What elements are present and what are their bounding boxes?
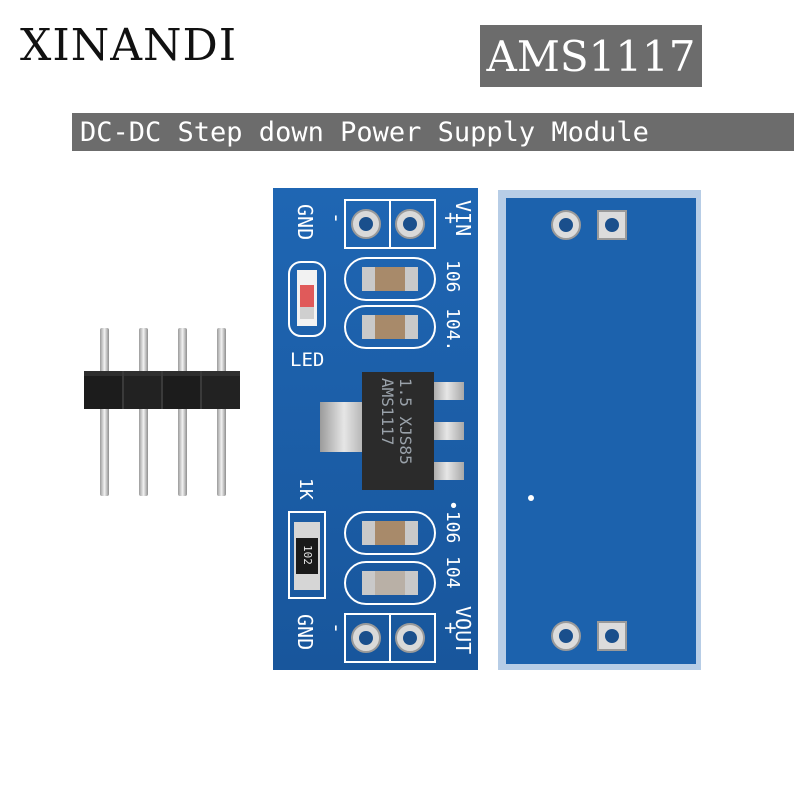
label-104-top: 104. [442,308,463,351]
capacitor-106-bottom [344,511,436,555]
label-minus-bottom: - [325,622,349,634]
label-gnd-bottom: GND [293,614,317,650]
model-badge: AMS1117 [480,25,702,87]
label-plus-top: + [439,212,463,224]
resistor-1k: 102 [288,511,326,599]
header-plastic-body [84,371,240,409]
label-104-bottom: 104 [442,556,463,589]
label-plus-bottom: + [439,622,463,634]
ams1117-regulator: AMS1117 1.5 XJS85 [320,372,464,490]
header-pins [100,328,226,496]
label-vout: VOUT [451,606,475,654]
brand-title: XINANDI [20,20,238,71]
pin-header [84,328,240,496]
resistor-marking: 102 [301,545,314,565]
pcb-front: GND - VIN + LED 106 104. [273,188,478,670]
regulator-marking-2: 1.5 XJS85 [396,378,415,465]
regulator-marking-1: AMS1117 [378,378,397,445]
label-106-top: 106 [442,260,463,293]
vin-pads [344,199,436,249]
label-gnd-top: GND [293,204,317,240]
label-led: LED [290,349,324,371]
product-subtitle: DC-DC Step down Power Supply Module [72,113,794,151]
label-minus-top: - [325,212,349,224]
label-vin: VIN [451,200,475,236]
label-1k: 1K [295,478,316,500]
pcb-back [498,190,701,670]
vout-pads [344,613,436,663]
capacitor-106-top [344,257,436,301]
led [288,261,326,337]
label-106-bottom: •106 [442,500,463,543]
capacitor-104-top [344,305,436,349]
capacitor-104-bottom [344,561,436,605]
